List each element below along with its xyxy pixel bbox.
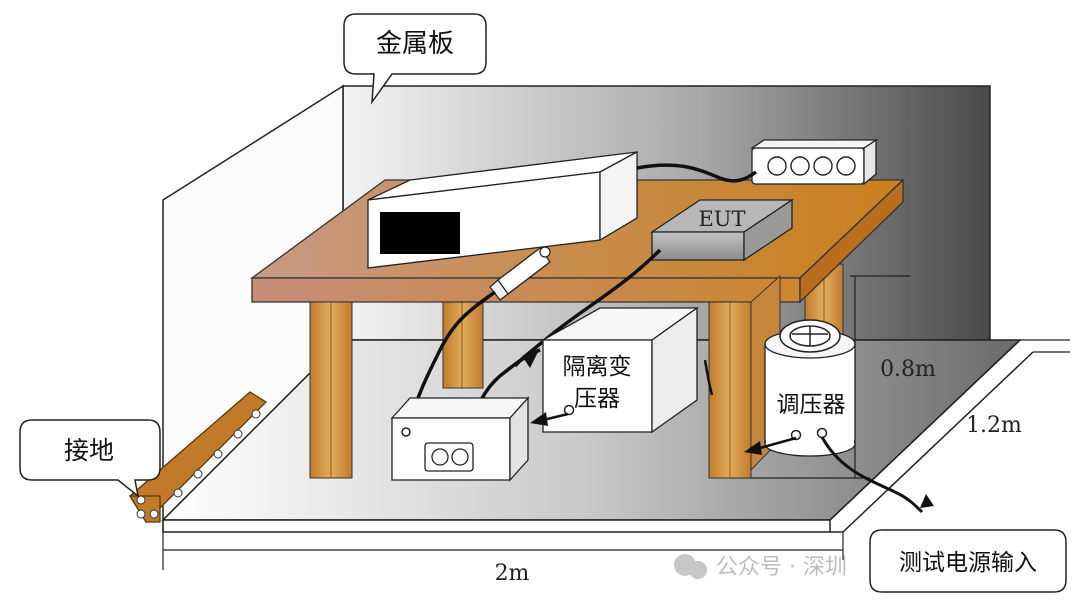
test-power-input-label: 测试电源输入 [899,550,1037,576]
voltage-regulator-body [764,343,856,445]
cable-power-input [820,436,924,514]
metal-plate-label: 金属板 [376,29,454,59]
table-leg-back-left [442,299,484,389]
floor-unit-side [509,396,529,482]
floor-front-edge [162,519,831,533]
floor-unit-top [390,397,530,419]
isolation-transformer-side [651,306,698,434]
eut-side [743,198,793,262]
dimension-width: 2m [495,561,530,586]
cable-instrument-to-strip [636,163,758,183]
watermark-text: 公众号 · 深圳 [716,555,847,580]
test-instrument-side [599,150,638,242]
voltage-regulator-label: 调压器 [777,392,846,418]
dimension-depth: 1.2m [966,413,1022,438]
power-strip-outlet-1 [767,156,787,176]
dimension-height: 0.8m [880,357,936,382]
arrow-to-floor-unit [530,412,548,426]
isolation-transformer-label-line1: 隔离变 [563,354,632,380]
eut-front [651,231,745,261]
power-strip-outlet-2 [790,156,810,176]
callout-ground [19,419,161,498]
table-front-edge [251,277,801,303]
power-strip-outlet-4 [836,156,856,176]
isolation-transformer-label-line2: 压器 [574,386,620,412]
callout-test-power-input [869,529,1067,593]
arrow-into-transformer [522,348,540,368]
power-strip-outlet-3 [813,156,833,176]
callout-metal-plate [343,13,487,105]
table-side-edge [799,178,904,304]
watermark: 公众号 · 深圳 [674,554,847,580]
eut-label: EUT [698,207,745,231]
ground-label: 接地 [64,436,114,465]
test-instrument-screen [380,212,460,254]
arrow-to-transformer [744,441,762,455]
